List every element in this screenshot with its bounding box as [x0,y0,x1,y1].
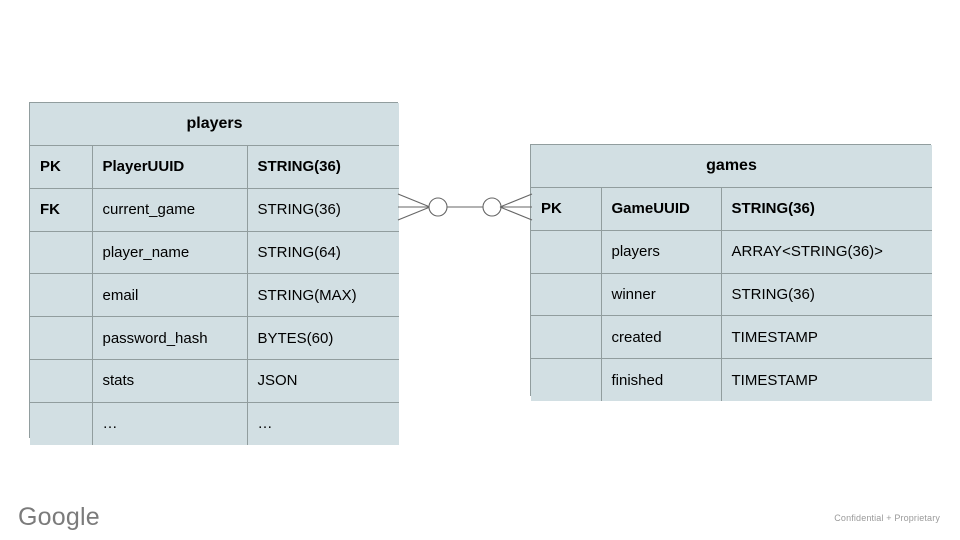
row-type: STRING(36) [720,272,933,317]
row-type: STRING(64) [246,230,400,275]
row-type: TIMESTAMP [720,358,933,401]
row-field: winner [600,272,722,317]
table-row[interactable]: player_name STRING(64) [30,230,400,275]
row-field: GameUUID [600,187,722,231]
table-row[interactable]: PK PlayerUUID STRING(36) [30,145,400,189]
games-title: games [531,145,933,188]
row-key [30,273,93,318]
row-type: ARRAY<STRING(36)> [720,229,933,274]
row-type: BYTES(60) [246,316,400,360]
row-key [30,358,93,403]
row-key [30,401,93,445]
row-type: … [246,401,400,445]
crowsfoot-right-icon [499,193,533,221]
row-type: STRING(36) [720,187,933,231]
row-key [531,315,602,360]
row-key [531,358,602,401]
row-field: player_name [91,230,248,275]
crowsfoot-left-icon [397,193,431,221]
row-field: stats [91,358,248,403]
row-type: JSON [246,358,400,403]
row-field: PlayerUUID [91,145,248,189]
relationship-connector-many-to-many[interactable] [392,180,538,236]
players-table: players PK PlayerUUID STRING(36) FK curr… [30,103,400,445]
row-key [531,272,602,317]
row-key [30,316,93,360]
row-field: password_hash [91,316,248,360]
row-field: … [91,401,248,445]
games-table: games PK GameUUID STRING(36) players ARR… [531,145,933,401]
row-type: STRING(36) [246,145,400,189]
players-title: players [30,103,400,146]
entity-table-players[interactable]: players PK PlayerUUID STRING(36) FK curr… [29,102,400,445]
row-key [531,229,602,274]
row-key: PK [30,145,93,189]
row-field: email [91,273,248,318]
table-header-row: games [531,145,933,188]
row-field: players [600,229,722,274]
table-row[interactable]: winner STRING(36) [531,272,933,317]
table-header-row: players [30,103,400,146]
table-row[interactable]: stats JSON [30,358,400,403]
confidentiality-note: Confidential + Proprietary [834,513,940,523]
google-logo: Google [18,503,100,531]
zero-circle-right-icon [482,197,502,217]
row-field: finished [600,358,722,401]
zero-circle-left-icon [428,197,448,217]
table-row[interactable]: players ARRAY<STRING(36)> [531,229,933,274]
row-key: FK [30,187,93,232]
table-row[interactable]: password_hash BYTES(60) [30,316,400,360]
row-type: STRING(MAX) [246,273,400,318]
entity-table-games[interactable]: games PK GameUUID STRING(36) players ARR… [530,144,933,401]
row-field: created [600,315,722,360]
row-key: PK [531,187,602,231]
table-row[interactable]: FK current_game STRING(36) [30,187,400,232]
table-row[interactable]: email STRING(MAX) [30,273,400,318]
table-row[interactable]: PK GameUUID STRING(36) [531,187,933,231]
row-field: current_game [91,187,248,232]
table-row[interactable]: finished TIMESTAMP [531,358,933,401]
row-type: TIMESTAMP [720,315,933,360]
table-row[interactable]: … … [30,401,400,445]
row-type: STRING(36) [246,187,400,232]
row-key [30,230,93,275]
table-row[interactable]: created TIMESTAMP [531,315,933,360]
